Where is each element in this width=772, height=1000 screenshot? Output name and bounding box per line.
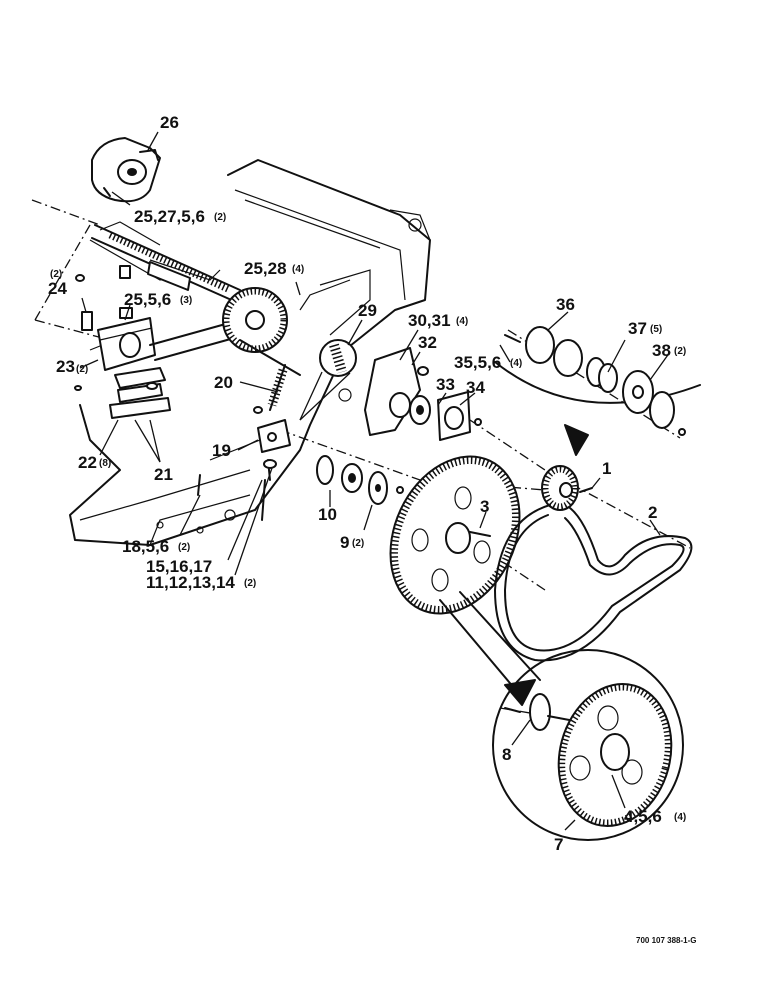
callout-25-28-qty: (4) (292, 264, 304, 275)
callout-25-28: 25,28 (244, 259, 287, 278)
callout-30-31: 30,31 (408, 311, 451, 330)
callout-24-qty: (2) (50, 269, 62, 280)
callout-23: 23 (56, 357, 75, 376)
leader-lines (79, 131, 671, 831)
drawing-code: 700 107 388-1-G (636, 936, 697, 945)
callout-29: 29 (358, 301, 377, 320)
callout-37: 37 (628, 319, 647, 338)
callout-26: 26 (160, 113, 179, 132)
callout-9-qty: (2) (352, 538, 364, 549)
guard-26 (91, 137, 161, 203)
callout-38: 38 (652, 341, 671, 360)
left-bearing-bracket (74, 265, 171, 419)
frame-housing (69, 159, 431, 546)
callout-10: 10 (318, 505, 337, 524)
callout-38-qty: (2) (674, 346, 686, 357)
callout-4-5-6: 4,5,6 (624, 807, 662, 826)
callout-3: 3 (480, 497, 489, 516)
callout-25-27-5-6: 25,27,5,6 (134, 207, 205, 226)
callout-33: 33 (436, 375, 455, 394)
callout-25-5-6: 25,5,6 (124, 290, 171, 309)
callout-11-12-13-14: 11,12,13,14 (146, 573, 235, 592)
spring-detail-29 (299, 339, 357, 421)
callout-11-12-13-14-qty: (2) (244, 578, 256, 589)
callout-25-27-5-6-qty: (2) (214, 212, 226, 223)
callout-35-5-6-qty: (4) (510, 358, 522, 369)
callout-35-5-6: 35,5,6 (454, 353, 501, 372)
callout-22-qty: (8) (99, 458, 111, 469)
callout-18-5-6: 18,5,6 (122, 537, 169, 556)
callout-8: 8 (502, 745, 511, 764)
callout-37-qty: (5) (650, 324, 662, 335)
callout-20: 20 (214, 373, 233, 392)
callout-18-5-6-qty: (2) (178, 542, 190, 553)
callout-23-qty: (2) (76, 364, 88, 375)
idler-arm-sprocket (149, 287, 301, 376)
drive-shaft (91, 224, 241, 303)
large-gear (389, 455, 521, 615)
callout-labels: 26 25,27,5,6 (2) (2) 24 25,5,6 (3) 23 (2… (48, 113, 686, 854)
callout-19: 19 (212, 441, 231, 460)
callout-34: 34 (466, 378, 485, 397)
pulley-detail-view (439, 591, 684, 841)
clutch-detail-view (494, 326, 701, 456)
callout-36: 36 (556, 295, 575, 314)
callout-22: 22 (78, 453, 97, 472)
drive-pulley (541, 465, 593, 511)
callout-1: 1 (602, 459, 611, 478)
callout-25-5-6-qty: (3) (180, 295, 192, 306)
bracket-19 (197, 406, 291, 521)
callout-32: 32 (418, 333, 437, 352)
callout-15-16-17: 15,16,17 (146, 557, 212, 576)
callout-9: 9 (340, 533, 349, 552)
hub-10-9 (316, 455, 404, 505)
callout-21: 21 (154, 465, 173, 484)
tension-spring-20 (267, 364, 288, 411)
callout-4-5-6-qty: (4) (674, 812, 686, 823)
drive-belt (494, 504, 693, 662)
callout-7: 7 (554, 835, 563, 854)
callout-2: 2 (648, 503, 657, 522)
callout-30-31-qty: (4) (456, 316, 468, 327)
callout-24: 24 (48, 279, 67, 298)
